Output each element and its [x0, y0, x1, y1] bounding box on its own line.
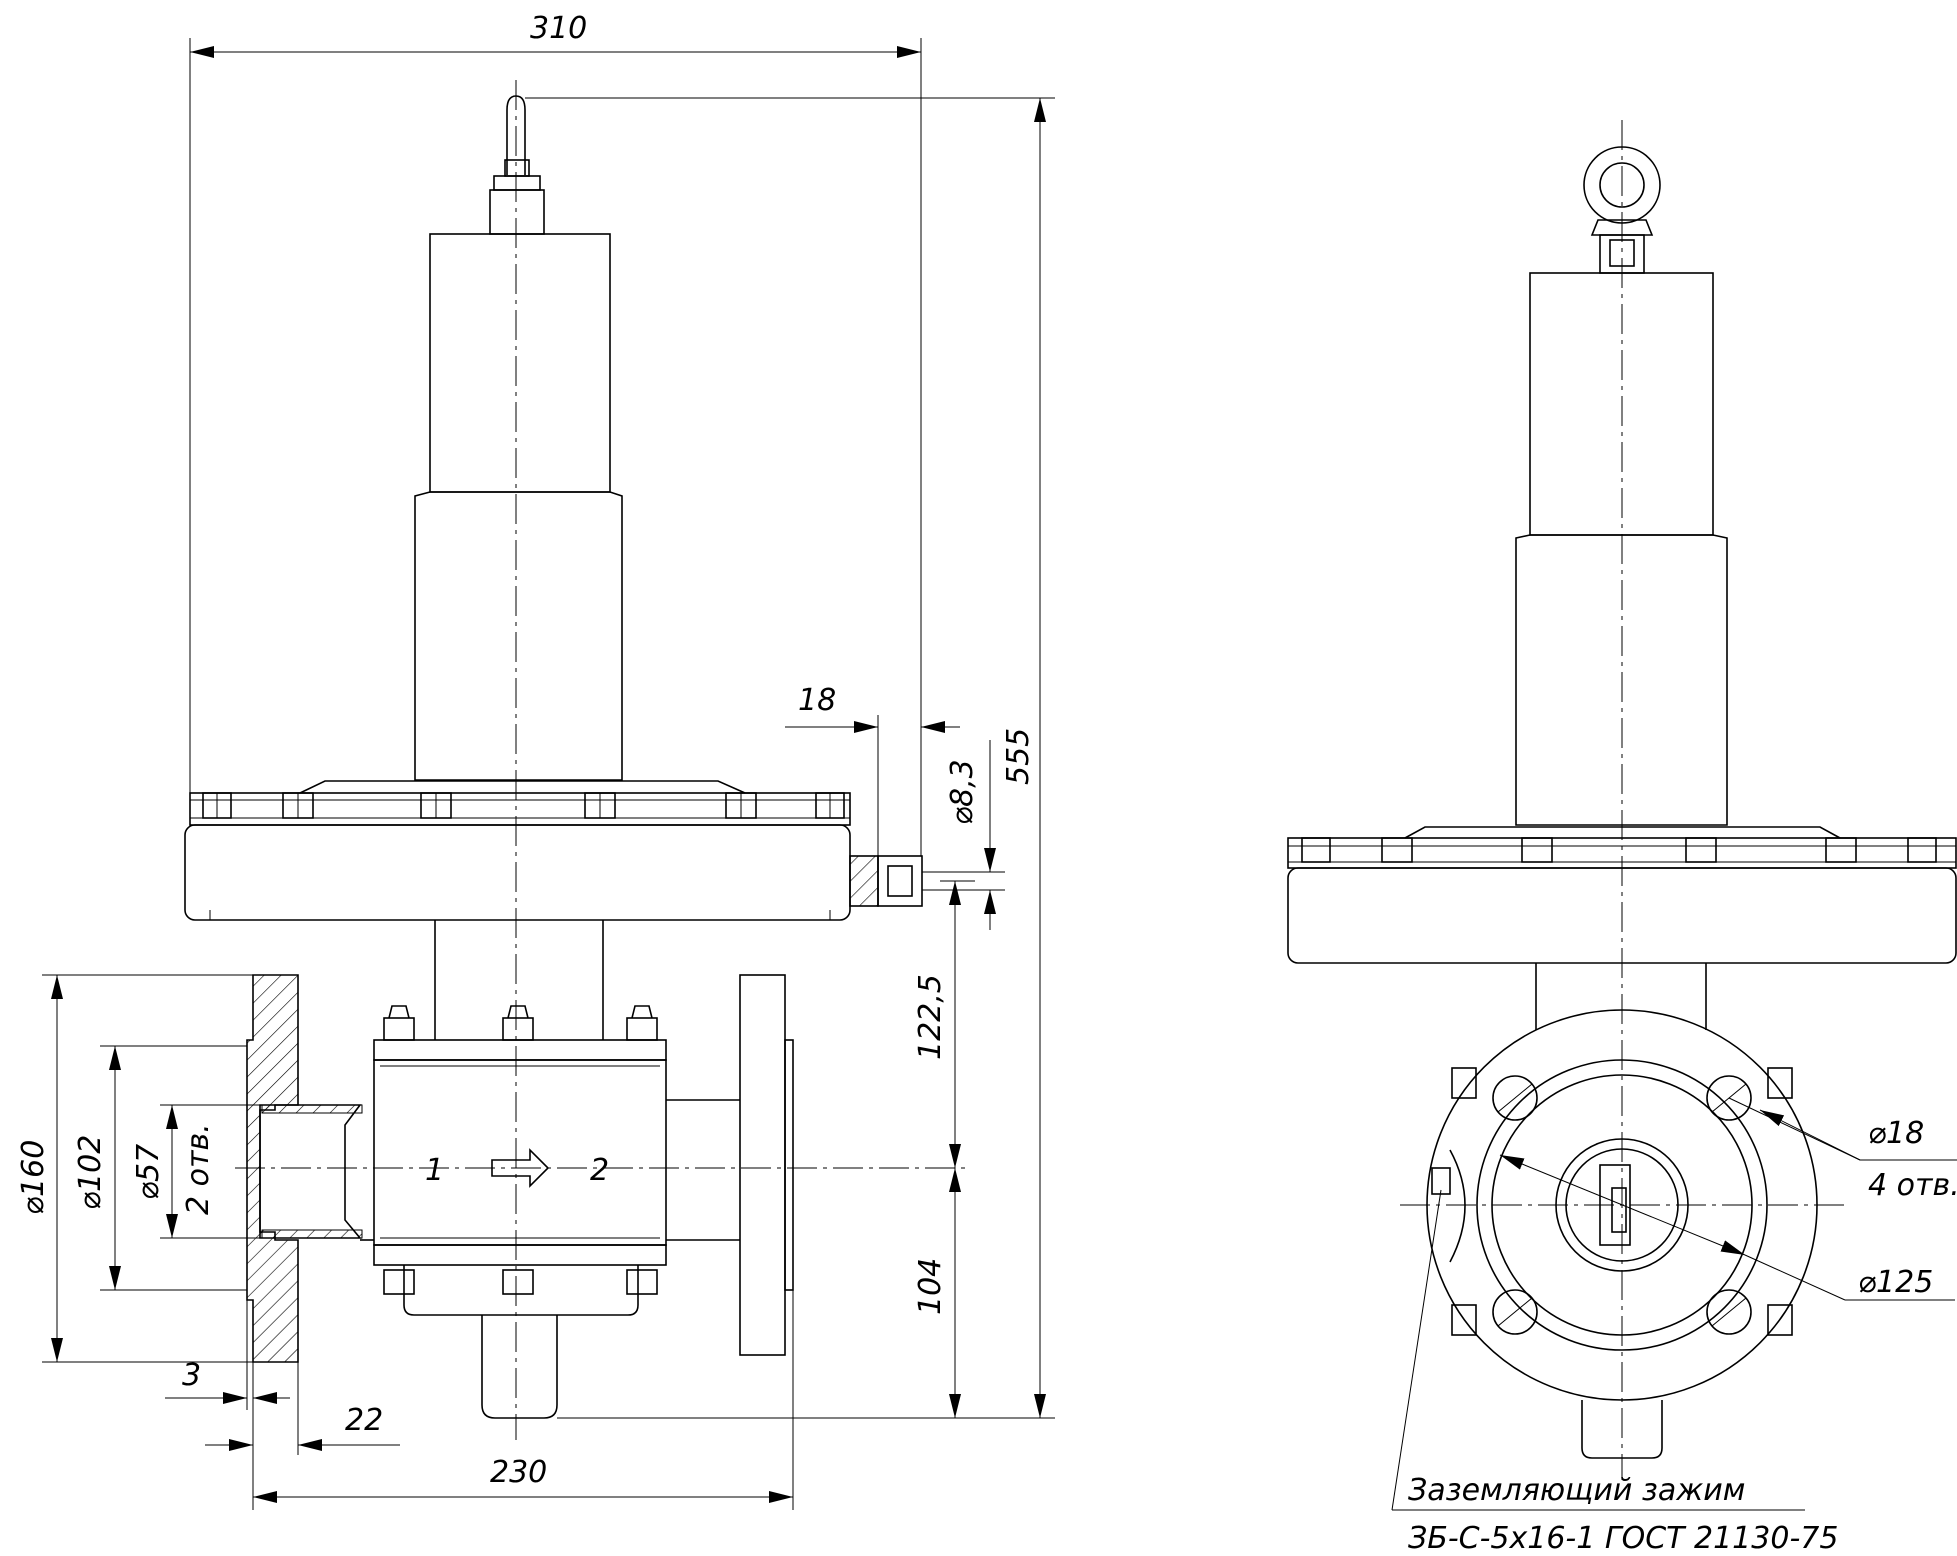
lower-cylinder	[414, 491, 623, 781]
dim-lower-height: 104	[913, 1258, 948, 1315]
dim-outlet-offset: 18	[798, 683, 836, 718]
cover-plate	[299, 780, 746, 794]
side-body-bolts	[1451, 1067, 1793, 1336]
front-dimensions: 310 555 18 ⌀8,3 122,5 104	[16, 11, 1055, 1510]
actuator-knob	[489, 95, 545, 235]
dim-upper-height: 122,5	[913, 974, 948, 1060]
front-view: 1 2 310 555 18 ⌀8,3	[16, 11, 1055, 1510]
dim-hole-diameter: ⌀18	[1868, 1116, 1924, 1151]
flow-outlet-label: 2	[590, 1153, 609, 1188]
flange-bolt-holes	[1492, 1075, 1752, 1335]
eye-bolt	[1583, 146, 1661, 274]
flow-arrow: 1 2	[425, 1148, 609, 1188]
upper-cylinder	[429, 233, 611, 493]
dim-hole-count: 4 отв.	[1868, 1168, 1957, 1203]
side-cover-bolts	[1301, 837, 1937, 863]
side-dimensions: ⌀18 4 отв. ⌀125	[1391, 1097, 1957, 1511]
diaphragm-housing	[184, 824, 851, 921]
side-lower-cylinder	[1515, 534, 1728, 826]
outlet-flange	[666, 974, 794, 1356]
dim-face-to-face: 230	[490, 1455, 547, 1490]
grounding-clamp	[1431, 1149, 1466, 1263]
dim-flange-thickness: 22	[345, 1403, 383, 1438]
flow-inlet-label: 1	[425, 1153, 444, 1188]
dim-impulse-diameter: ⌀8,3	[945, 759, 980, 825]
side-view: ⌀18 4 отв. ⌀125 Заземляющий зажим ЗБ-С-5…	[1287, 120, 1957, 1556]
impulse-fitting	[849, 855, 940, 907]
dim-holes-count: 2 отв.	[181, 1123, 216, 1215]
dim-bolt-circle-side: ⌀125	[1858, 1265, 1933, 1300]
upper-flange-plate	[189, 792, 851, 826]
dim-bolt-circle: ⌀102	[73, 1135, 108, 1210]
cover-bolts	[202, 792, 845, 819]
dim-flange-diameter: ⌀160	[16, 1140, 51, 1215]
dim-overall-height: 555	[1001, 728, 1036, 785]
body-bolts	[383, 1005, 658, 1295]
valve-body	[373, 1039, 667, 1419]
callout-line1: Заземляющий зажим	[1408, 1473, 1745, 1508]
dim-bore: ⌀57	[131, 1144, 166, 1200]
inlet-flange-section	[246, 974, 374, 1363]
dim-overall-width: 310	[530, 11, 587, 46]
callout-line2: ЗБ-С-5х16-1 ГОСТ 21130-75	[1408, 1521, 1838, 1556]
dim-flange-gap: 3	[182, 1358, 201, 1393]
